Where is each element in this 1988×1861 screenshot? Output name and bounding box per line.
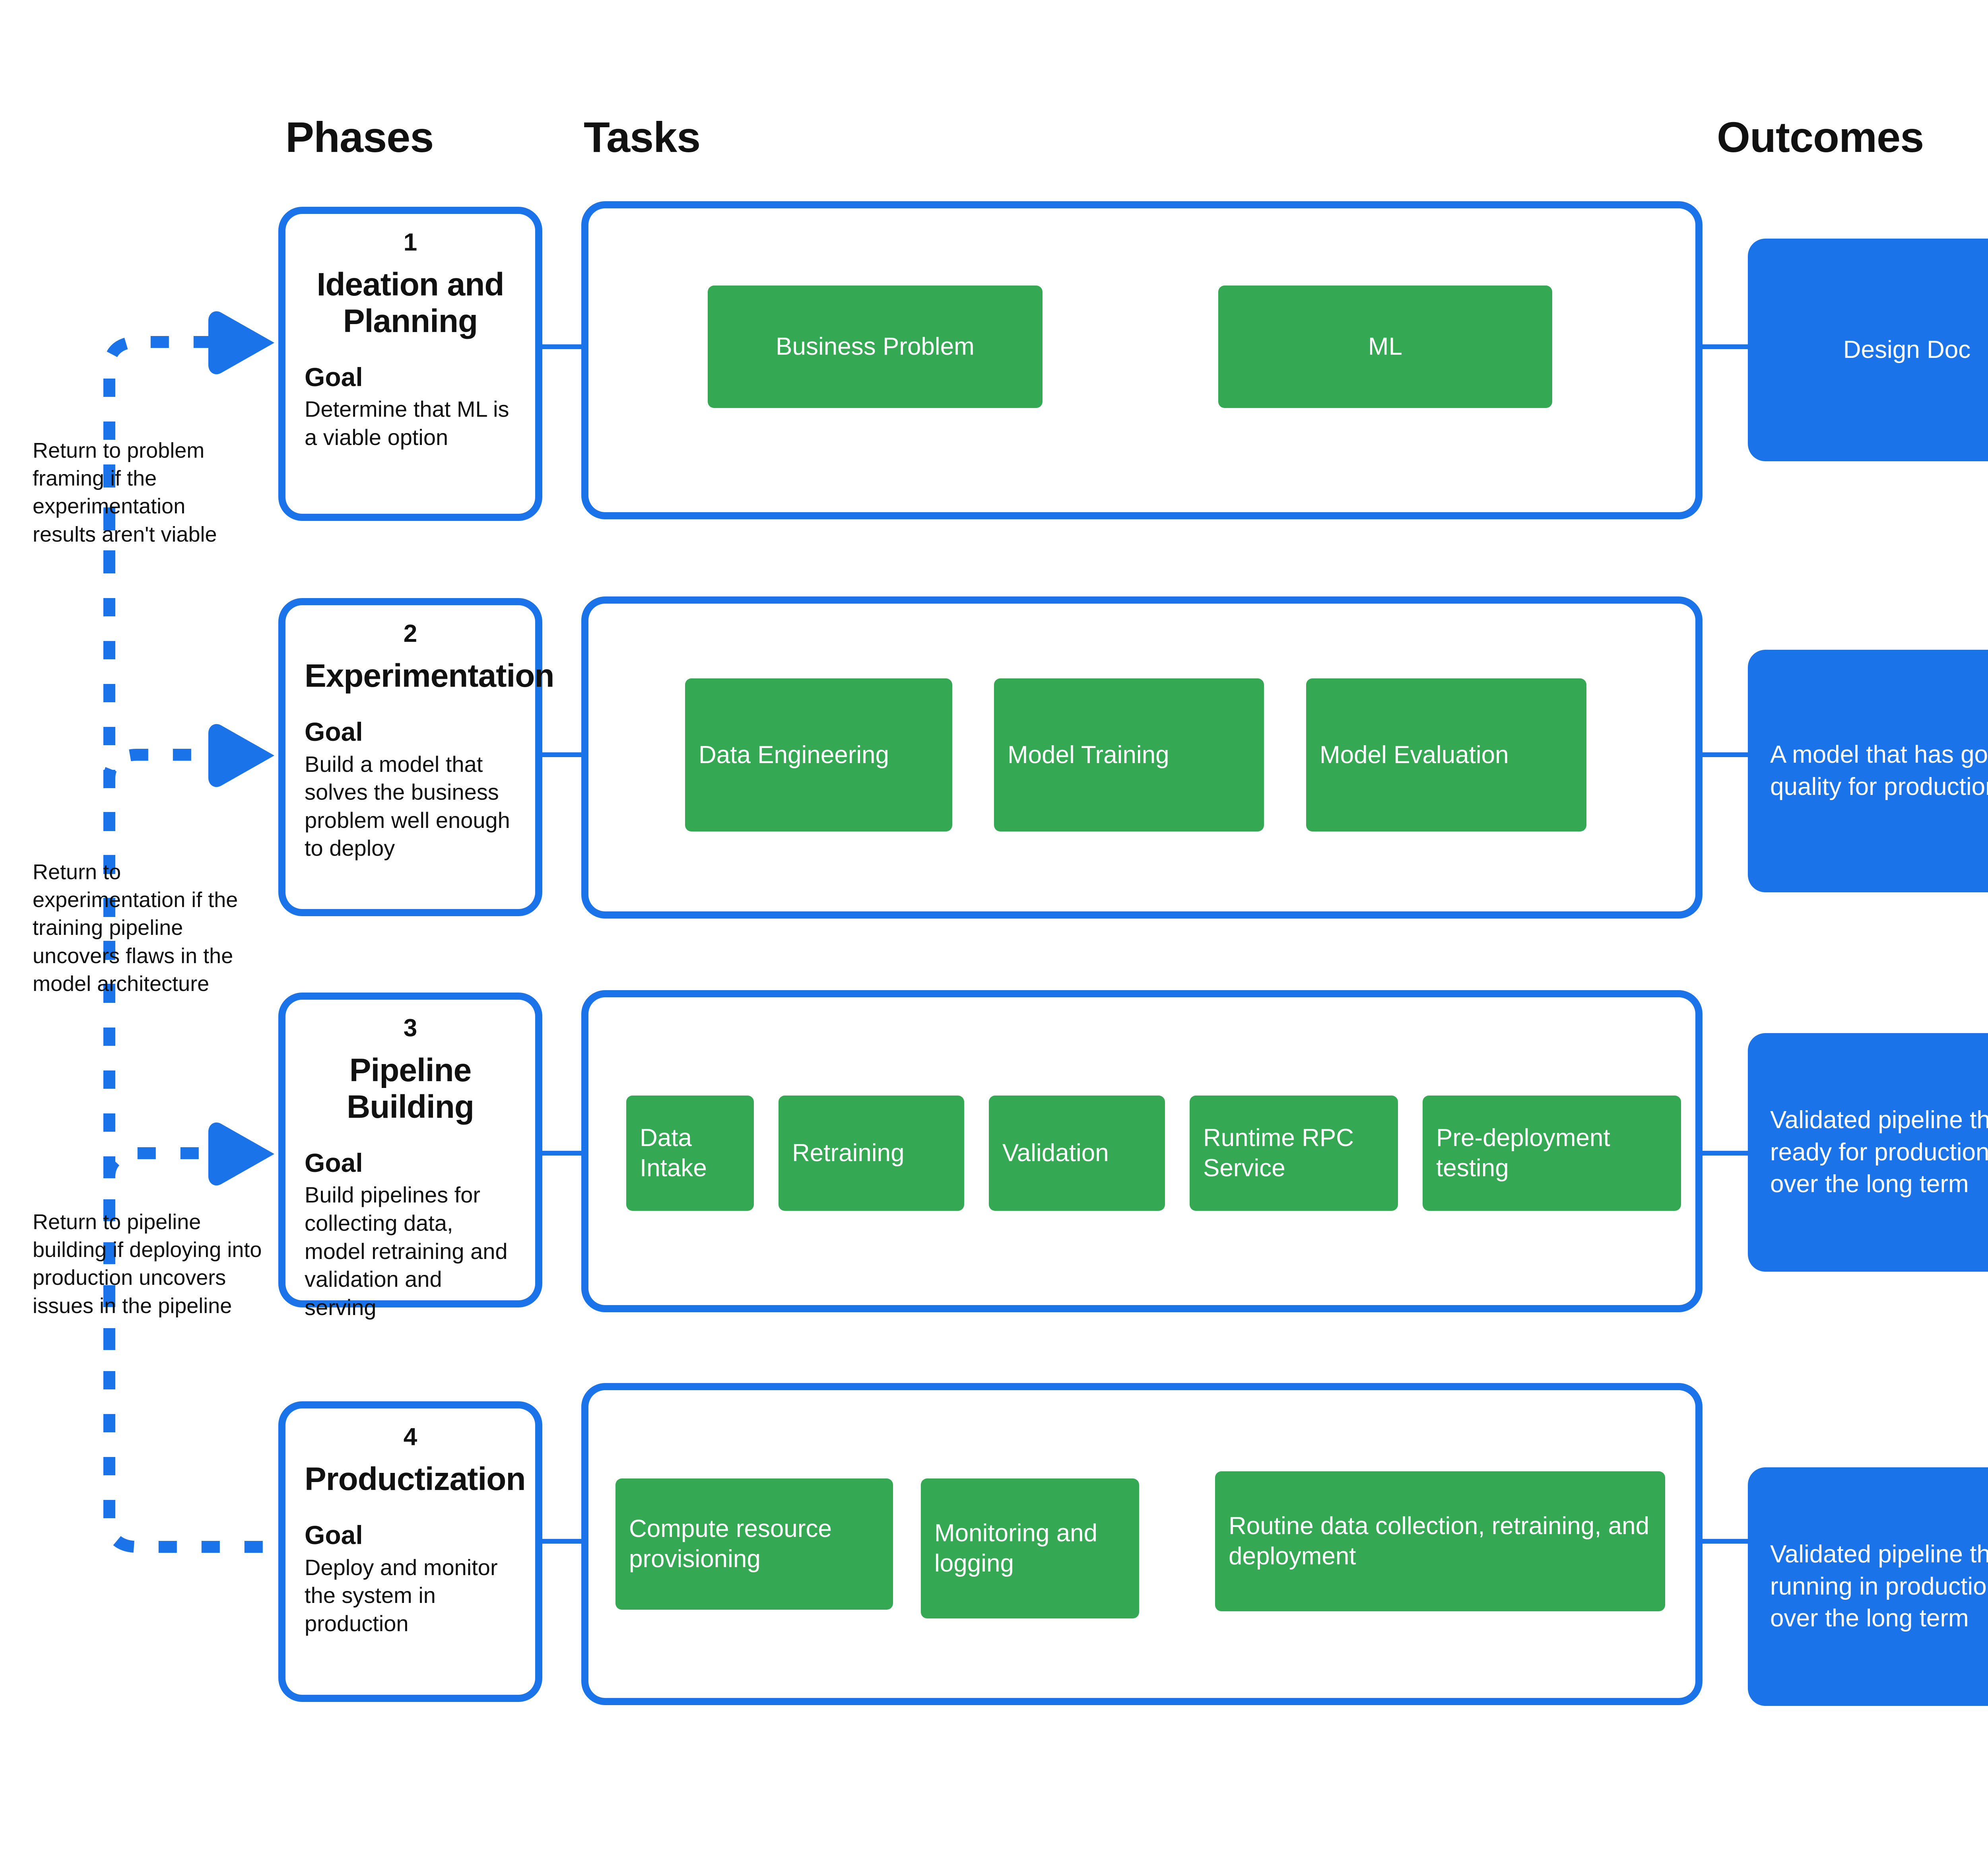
phase-title-3: Pipeline Building — [347, 1052, 474, 1125]
task-chip-data-engineering[interactable]: Data Engineering — [685, 678, 952, 831]
outcome-chip-model-quality[interactable]: A model that has good quality for produc… — [1748, 650, 1988, 892]
feedback-note-1: Return to problem framing if the experim… — [33, 439, 217, 546]
task-chip-links — [754, 344, 1423, 1544]
feedback-arrowhead-2 — [208, 724, 274, 787]
feedback-note-3: Return to pipeline building if deploying… — [33, 1210, 262, 1318]
task-chip-model-training[interactable]: Model Training — [994, 678, 1264, 831]
column-heading-phases: Phases — [285, 113, 434, 161]
feedback-note-2: Return to experimentation if the trainin… — [33, 860, 238, 996]
phase-number-1: 1 — [403, 229, 417, 256]
phase-title-1: Ideation and Planning — [316, 266, 505, 340]
goal-text-1: Determine that ML is a viable option — [305, 396, 509, 450]
feedback-arrowhead-3 — [208, 1122, 274, 1186]
phase-card-3[interactable]: 3 Pipeline Building Goal Build pipelines… — [278, 993, 542, 1320]
task-chip-model-evaluation[interactable]: Model Evaluation — [1306, 678, 1586, 831]
task-chip-pre-deployment-testing[interactable]: Pre-deployment testing — [1423, 1096, 1681, 1211]
task-chip-business-problem[interactable]: Business Problem — [708, 286, 1043, 408]
goal-text-2: Build a model that solves the business p… — [305, 751, 510, 861]
goal-label-2: Goal — [305, 717, 363, 747]
task-chip-data-intake[interactable]: Data Intake — [626, 1096, 754, 1211]
phase-card-4[interactable]: 4 Productization Goal Deploy and monitor… — [278, 1401, 542, 1702]
goal-label-1: Goal — [305, 362, 363, 392]
outcome-chip-validated-pipeline-ready[interactable]: Validated pipeline that's ready for prod… — [1748, 1033, 1988, 1272]
task-chip-ml[interactable]: ML — [1218, 286, 1552, 408]
outcome-chip-design-doc[interactable]: Design Doc — [1748, 239, 1988, 461]
goal-text-3: Build pipelines for collecting data, mod… — [305, 1182, 508, 1320]
goal-label-4: Goal — [305, 1520, 363, 1550]
phase-card-1[interactable]: 1 Ideation and Planning Goal Determine t… — [278, 207, 542, 521]
column-heading-outcomes: Outcomes — [1717, 113, 1924, 161]
phase-number-3: 3 — [403, 1014, 417, 1042]
phase-number-2: 2 — [403, 620, 417, 647]
phase-number-4: 4 — [403, 1423, 417, 1451]
task-chip-validation[interactable]: Validation — [989, 1096, 1165, 1211]
outcome-chip-validated-pipeline-running[interactable]: Validated pipeline that's running in pro… — [1748, 1467, 1988, 1706]
goal-text-4: Deploy and monitor the system in product… — [305, 1554, 498, 1636]
phase-title-4: Productization — [305, 1461, 526, 1498]
column-heading-tasks: Tasks — [584, 113, 701, 161]
task-chip-routine-data-collection[interactable]: Routine data collection, retraining, and… — [1215, 1471, 1665, 1611]
task-chip-monitoring-and-logging[interactable]: Monitoring and logging — [921, 1478, 1139, 1618]
phase-to-tasks-connectors — [542, 344, 581, 1544]
tasks-to-outcome-connectors — [1703, 344, 1748, 1544]
feedback-dash-spine — [103, 469, 278, 1553]
phase-card-2[interactable]: 2 Experimentation Goal Build a model tha… — [278, 598, 554, 916]
task-chip-retraining[interactable]: Retraining — [779, 1096, 964, 1211]
task-chip-runtime-rpc-service[interactable]: Runtime RPC Service — [1190, 1096, 1398, 1211]
phase-title-2: Experimentation — [305, 658, 554, 694]
task-chip-compute-resource-provisioning[interactable]: Compute resource provisioning — [615, 1478, 893, 1610]
goal-label-3: Goal — [305, 1148, 363, 1177]
feedback-arrowhead-1 — [208, 311, 274, 375]
